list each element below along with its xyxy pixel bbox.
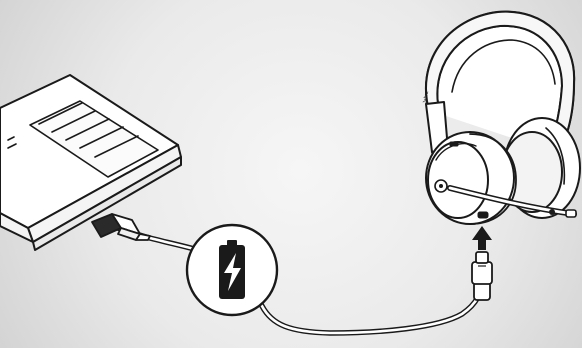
battery-charging-badge [187,225,277,315]
battery-charging-icon [219,240,245,299]
